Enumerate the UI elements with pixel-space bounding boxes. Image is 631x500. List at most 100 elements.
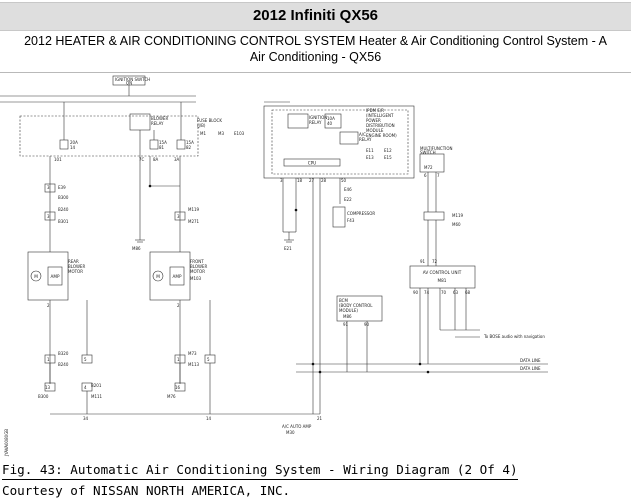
av-control-unit-label: AV CONTROL UNIT [423, 270, 462, 275]
multifunction-label-1: MULTIFUNCTION [420, 146, 452, 151]
mf-pin-2: 7 [437, 173, 440, 178]
ignition-switch-label: IGNITION SWITCH [115, 77, 150, 82]
rear-connector-1: E39 [58, 185, 66, 190]
diagram-side-code: JYAVA0080GB [4, 429, 9, 457]
data-line-label-1: DATA LINE [520, 358, 541, 363]
front-num-2: 2 [177, 303, 180, 308]
av-pin-top-1: 91 [420, 259, 426, 264]
subtitle-line-2: Air Conditioning - QX56 [249, 50, 382, 64]
front-motor-symbol: M [156, 274, 160, 279]
rear-connector-4: B301 [58, 219, 69, 224]
multifunction-label-2: SWITCH [420, 150, 436, 155]
pin-7c: 7C [139, 157, 145, 162]
ipdm-pin-5: 50 [341, 178, 347, 183]
front-num-5: 5 [207, 357, 210, 362]
pin-34: 34 [83, 416, 89, 421]
av-pin-top-2: 72 [432, 259, 438, 264]
rear-num-1: 1 [47, 357, 50, 362]
title-bar: 2012 Infiniti QX56 [0, 2, 631, 31]
front-amp-label: AMP [172, 274, 181, 279]
to-bose-label: To BOSE audio with navigation [483, 334, 545, 339]
data-line-label-2: DATA LINE [520, 366, 541, 371]
bcm-line-3: MODULE) [339, 308, 358, 313]
connector-m60: M60 [452, 222, 461, 227]
fuse-connector-2: M3 [218, 131, 224, 136]
ipdm-line-5: MODULE [366, 128, 384, 133]
ground-e21: E21 [284, 246, 292, 251]
front-connector-1: M119 [188, 207, 200, 212]
fuse-block-label-2: (J/B) [197, 123, 206, 128]
ipdm-pin-4: 28 [321, 178, 327, 183]
rear-motor-symbol: M [34, 274, 38, 279]
mf-pin-1: 6 [424, 173, 427, 178]
ground-m86: M86 [132, 246, 141, 251]
fuse-20a-label: 20A [70, 140, 78, 145]
ipdm-line-3: POWER [366, 118, 381, 123]
ipdm-pin-1: 3 [280, 178, 283, 183]
ipdm-pin-2: 18 [297, 178, 303, 183]
pin-14: 14 [206, 416, 212, 421]
ac-relay-label-1: A/C [359, 132, 366, 137]
ignition-on-label: ON [126, 81, 132, 86]
ipdm-connector-4: E15 [384, 155, 392, 160]
rear-num-13: 13 [45, 385, 51, 390]
connector-m81: M81 [438, 278, 447, 283]
ac-auto-amp-connector: M30 [286, 430, 295, 435]
av-pin-bottom-1: 90 [413, 290, 419, 295]
rear-connector-9: M111 [91, 394, 103, 399]
bcm-line-1: BCM [339, 298, 348, 303]
rear-num-3: 3 [47, 185, 50, 190]
av-pin-bottom-5: 68 [465, 290, 471, 295]
connector-e46: E46 [344, 187, 352, 192]
figure-caption: Fig. 43: Automatic Air Conditioning Syst… [2, 462, 562, 499]
fuse-10a-label: 10A [327, 116, 335, 121]
bcm-label: BCM (BODY CONTROL MODULE) [339, 298, 373, 313]
connector-m103: M103 [190, 276, 202, 281]
front-blower-label-3: MOTOR [190, 269, 205, 274]
rear-blower-label-3: MOTOR [68, 269, 83, 274]
rear-blower-label-1: REAR [68, 259, 79, 264]
pin-21: 21 [317, 416, 323, 421]
ipdm-connector-2: E12 [384, 148, 392, 153]
ipdm-line-6: ENGINE ROOM) [366, 133, 397, 138]
rear-connector-7: B300 [38, 394, 49, 399]
fuse-connector-1: M1 [200, 131, 206, 136]
fuse-15a-1-label: 15A [159, 140, 167, 145]
cpu-label: CPU [308, 161, 317, 166]
fuse-block-label-1: FUSE BLOCK [197, 118, 222, 123]
connector-m119: M119 [452, 213, 464, 218]
ac-auto-amp-label: A/C AUTO AMP [282, 424, 312, 429]
ipdm-connector-3: E13 [366, 155, 374, 160]
front-num-1: 1 [177, 357, 180, 362]
front-blower-label-2: BLOWER [190, 264, 207, 269]
rear-connector-2: B300 [58, 195, 69, 200]
figure-title: Fig. 43: Automatic Air Conditioning Syst… [2, 462, 518, 480]
connector-m72: M72 [424, 165, 433, 170]
bcm-pin-1: 91 [343, 322, 349, 327]
ipdm-line-4: DISTRIBUTION [366, 123, 395, 128]
rear-amp-label: AMP [50, 274, 59, 279]
av-pin-bottom-2: 74 [424, 290, 430, 295]
figure-courtesy: Courtesy of NISSAN NORTH AMERICA, INC. [2, 483, 291, 498]
rear-blower-label-2: BLOWER [68, 264, 85, 269]
av-pin-bottom-4: 63 [453, 290, 459, 295]
fuse-10a-number: 40 [327, 121, 333, 126]
rear-num-3b: 3 [47, 214, 50, 219]
connector-m86: M86 [343, 314, 352, 319]
connector-e22: E22 [344, 197, 352, 202]
rear-num-2: 2 [47, 303, 50, 308]
connector-f43: F43 [347, 218, 355, 223]
document-header: 2012 Infiniti QX56 2012 HEATER & AIR CON… [0, 0, 631, 73]
wiring-diagram-svg: IGNITION SWITCH ON BLOWER RELAY FUSE BLO… [0, 75, 548, 457]
ipdm-line-2: (INTELLIGENT [366, 113, 394, 118]
fuse-20a-number: 14 [70, 145, 76, 150]
rear-connector-8: B201 [91, 383, 102, 388]
front-blower-label-1: FRONT [190, 259, 204, 264]
rear-connector-5: B320 [58, 351, 69, 356]
ignition-relay-label-1: IGNITION [309, 115, 327, 120]
blower-relay-label-2: RELAY [151, 121, 164, 126]
fuse-connector-3: E103 [234, 131, 245, 136]
ac-relay-label-2: RELAY [359, 137, 372, 142]
page-title: 2012 Infiniti QX56 [252, 7, 379, 24]
